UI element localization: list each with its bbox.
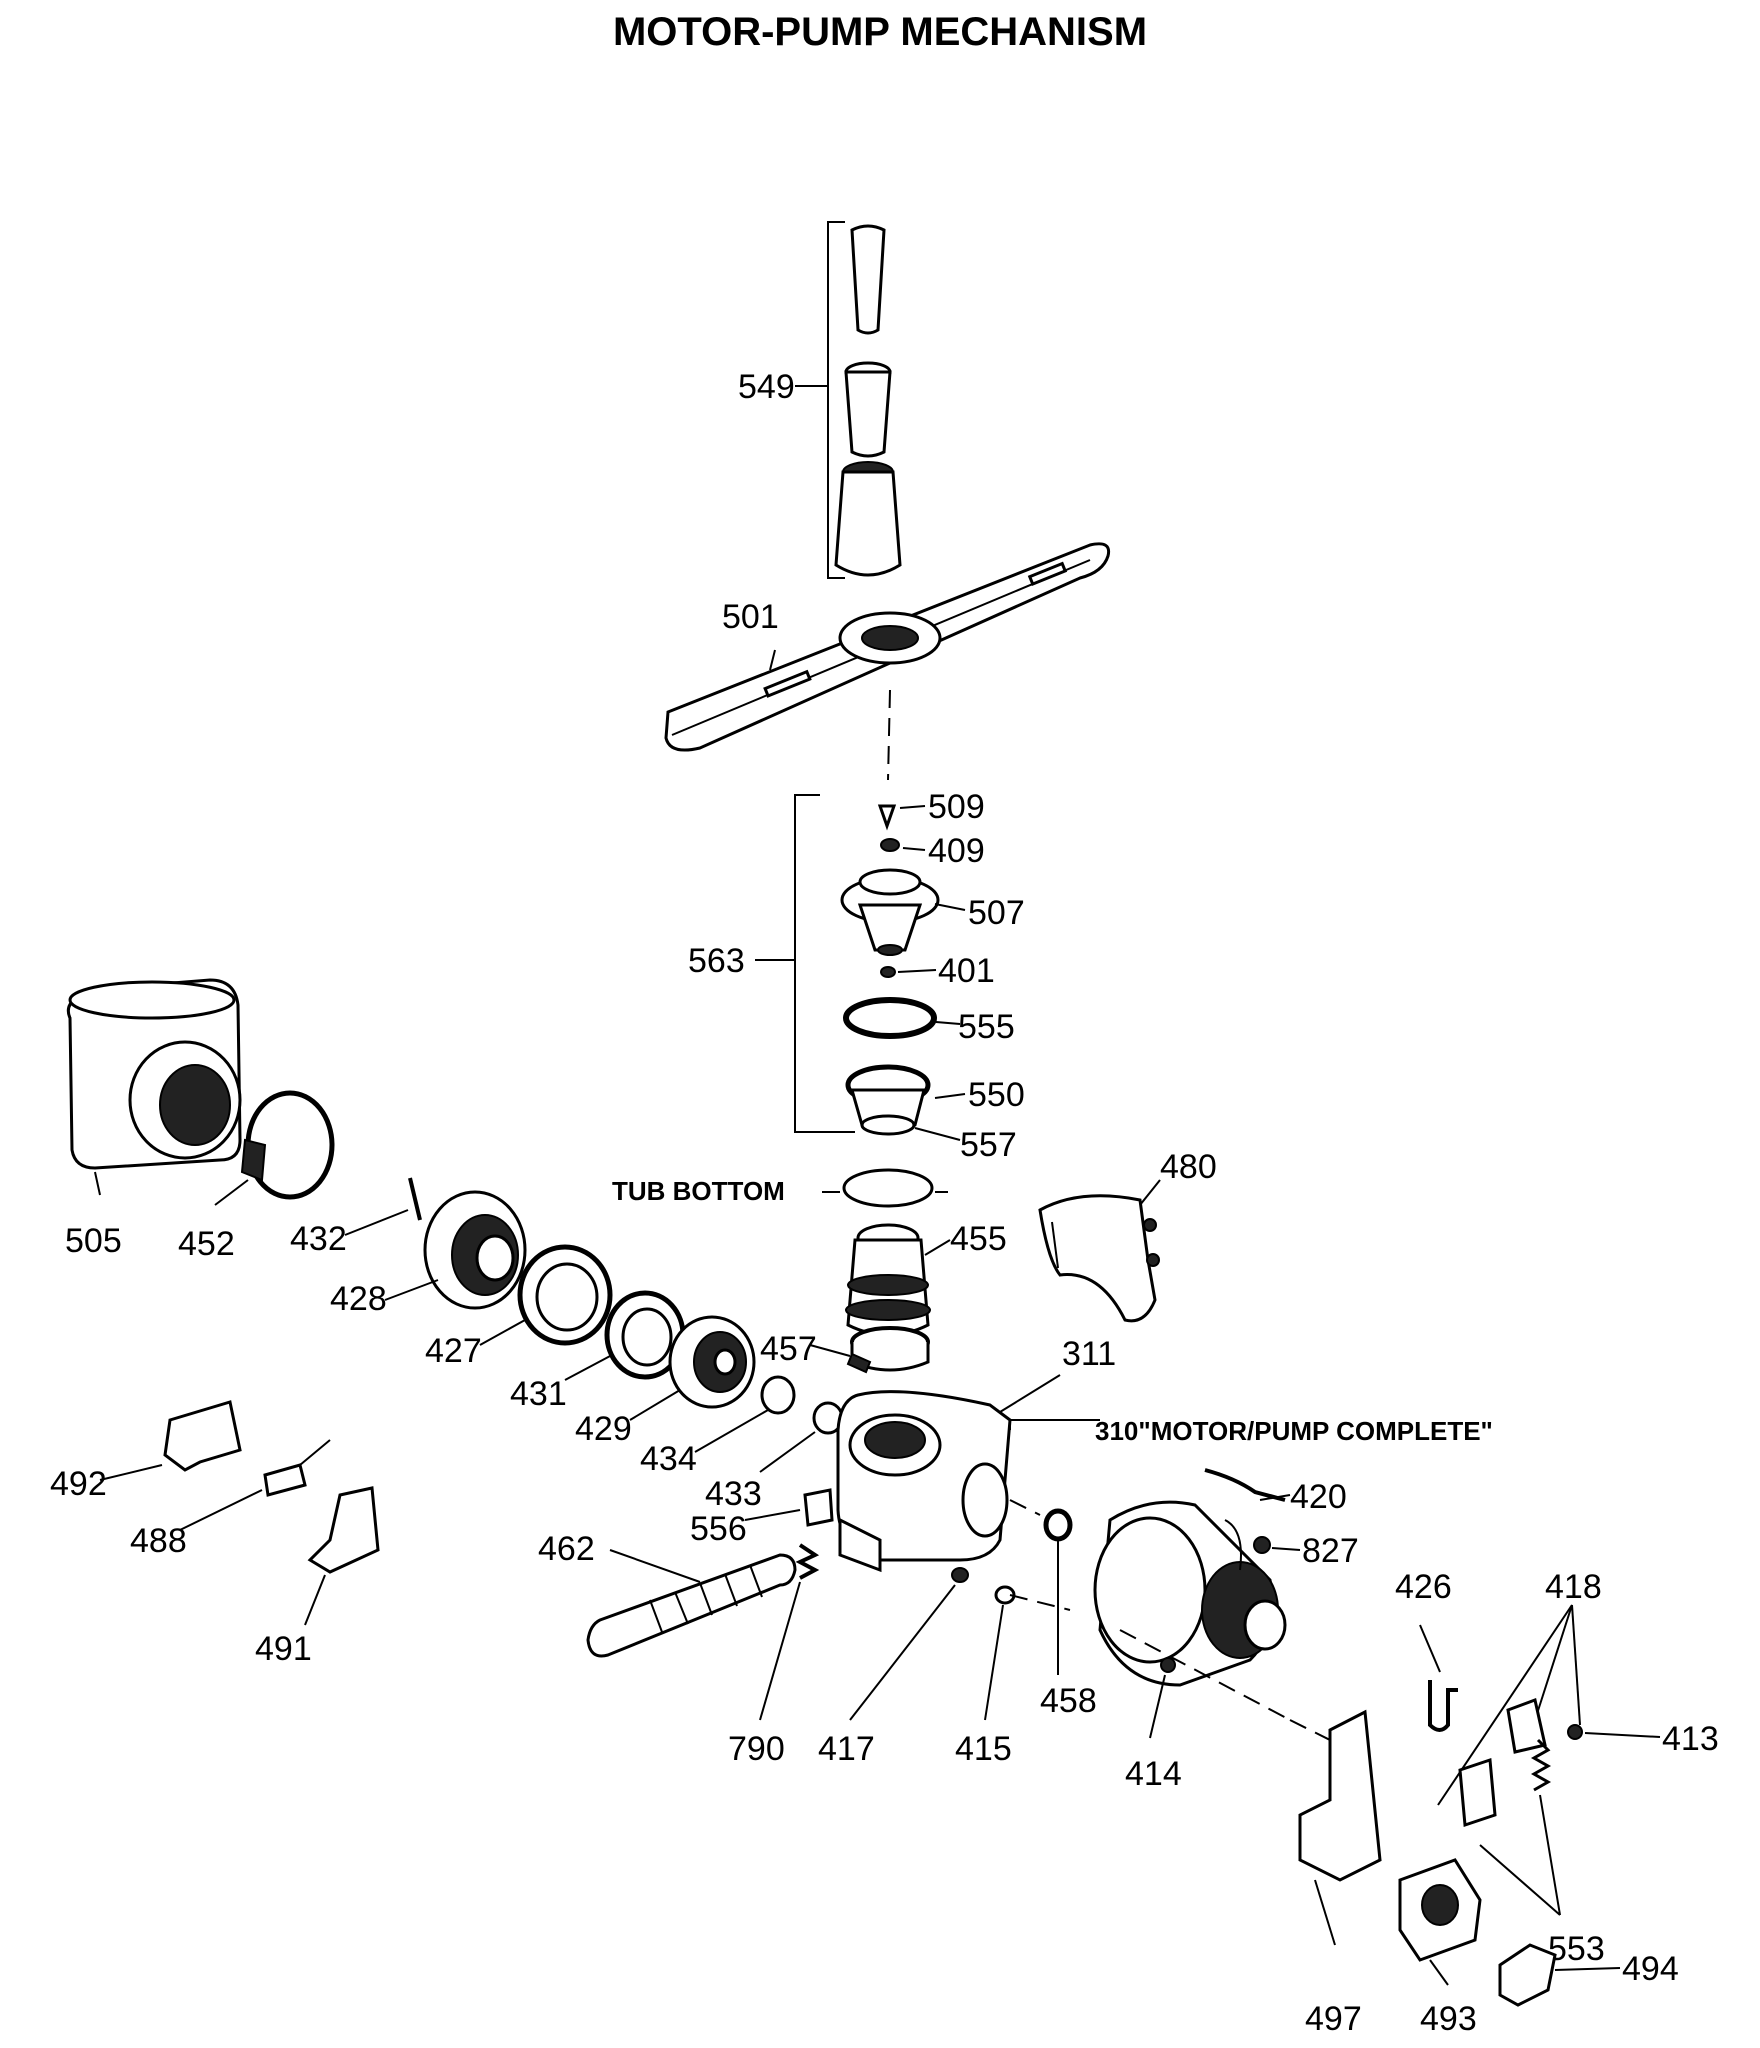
part-492-bracket [163,1400,242,1472]
part-417-washer [951,1567,969,1583]
part-480-cover [1038,1194,1160,1323]
part-550-seal [845,1064,931,1136]
part-494-plunger [1498,1943,1557,2007]
part-501-spray-arm [664,542,1111,752]
label-420: 420 [1290,1478,1347,1516]
label-311: 311 [1062,1335,1116,1373]
label-429: 429 [575,1410,632,1448]
part-452-clamp [240,1090,335,1200]
label-505: 505 [65,1222,122,1260]
label-409: 409 [928,832,985,870]
label-556: 556 [690,1510,747,1548]
part-555-ring [843,997,937,1039]
label-563: 563 [688,942,745,980]
label-433: 433 [705,1475,762,1513]
label-413: 413 [1662,1720,1719,1758]
part-509-screw [877,804,897,831]
part-462-hose [586,1553,797,1658]
label-432: 432 [290,1220,347,1258]
label-tub-bottom: TUB BOTTOM [612,1176,785,1206]
label-492: 492 [50,1465,107,1503]
label-553: 553 [1548,1930,1605,1968]
label-790: 790 [728,1730,785,1768]
label-426: 426 [1395,1568,1452,1606]
part-428-chopper [423,1190,527,1310]
part-505-inlet-housing [67,978,242,1170]
part-553-spring [1530,1738,1552,1792]
part-457-clamp [846,1326,930,1374]
part-426-spring-clip [1428,1680,1458,1732]
label-494: 494 [1622,1950,1679,1988]
part-556-fitting [803,1488,834,1527]
part-tub-bottom-gasket [842,1168,934,1208]
diagram-title: MOTOR-PUMP MECHANISM [613,10,1147,54]
label-431: 431 [510,1375,567,1413]
label-428: 428 [330,1280,387,1318]
part-488-switch [263,1439,331,1497]
part-311-pump-housing [836,1390,1012,1573]
label-434: 434 [640,1440,697,1478]
part-827-screw [1253,1536,1271,1554]
part-429-impeller [668,1315,756,1409]
part-427-screen [517,1244,613,1346]
label-509: 509 [928,788,985,826]
part-431-plate [604,1290,686,1380]
label-455: 455 [950,1220,1007,1258]
part-310-motor [1093,1500,1287,1687]
label-417: 417 [818,1730,875,1768]
part-418-bracket [1458,1757,1497,1828]
label-827: 827 [1302,1532,1359,1570]
label-550: 550 [968,1076,1025,1114]
label-497: 497 [1305,2000,1362,2038]
label-507: 507 [968,894,1025,932]
part-414-screw [1160,1657,1176,1673]
part-493-solenoid [1398,1858,1482,1962]
label-549: 549 [738,368,795,406]
label-557: 557 [960,1126,1017,1164]
label-480: 480 [1160,1148,1217,1186]
label-491: 491 [255,1630,312,1668]
part-491-bracket [307,1486,380,1574]
label-462: 462 [538,1530,595,1568]
label-458: 458 [1040,1682,1097,1720]
part-432-pin [408,1177,422,1221]
label-310-motor-pump-complete: 310"MOTOR/PUMP COMPLETE" [1095,1416,1493,1446]
label-555: 555 [958,1008,1015,1046]
part-549-spray-tower [834,224,902,577]
label-452: 452 [178,1225,235,1263]
label-415: 415 [955,1730,1012,1768]
label-414: 414 [1125,1755,1182,1793]
part-790-spring [795,1543,820,1580]
label-427: 427 [425,1332,482,1370]
label-418: 418 [1545,1568,1602,1606]
part-413-pin [1567,1724,1583,1740]
label-401: 401 [938,952,995,990]
part-497-bracket [1298,1709,1382,1882]
part-507-hub [840,868,940,956]
label-488: 488 [130,1522,187,1560]
part-420-wire [1204,1468,1286,1502]
part-458-seal [1043,1508,1073,1542]
part-409-washer [880,838,900,852]
label-493: 493 [1420,2000,1477,2038]
label-457: 457 [760,1330,817,1368]
label-501: 501 [722,598,779,636]
part-455-bellows [845,1223,931,1337]
part-434-nut [760,1375,796,1415]
part-401-ball [880,966,896,978]
